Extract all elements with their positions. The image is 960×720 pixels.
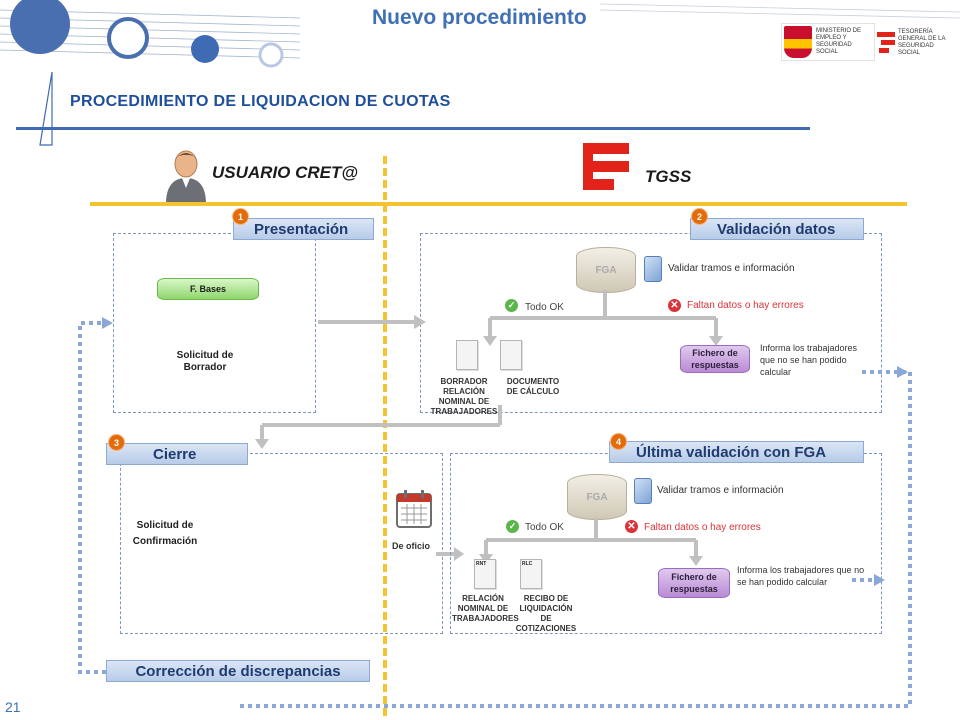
validar-text-2: Validar tramos e información [657,485,784,496]
ultima-branch-connector [479,518,703,566]
actors-divider [90,202,907,206]
rnt-doc-icon: RNT [474,559,496,589]
step-1-label: Presentación [254,220,349,238]
page-title: Nuevo procedimiento [372,6,587,29]
step-3-header: Cierre [106,443,248,465]
step-4-header: Última validación con FGA [609,441,864,463]
fga-label-2: FGA [586,491,608,503]
calculator-icon-2 [634,478,652,504]
calendar-icon [396,490,432,528]
calculo-doc-icon [500,340,522,370]
step-2-label: Validación datos [717,220,836,238]
validar-text: Validar tramos e información [668,263,795,274]
validacion-to-cierre-arrow [255,405,502,449]
swimlane-divider [383,156,387,716]
validation-branch-connector [483,290,723,346]
presentacion-to-validacion-arrow [318,315,426,329]
decorative-header-lines-right [600,3,960,19]
faltan-text: Faltan datos o hay errores [687,300,804,311]
bases-file-label: F. Bases [189,284,227,294]
de-oficio-text: De oficio [391,541,430,551]
faltan-text-2: Faltan datos o hay errores [644,522,761,533]
correccion-label: Corrección de discrepancias [135,662,341,680]
cierre-to-ultima-arrow [436,547,464,561]
presentacion-panel [113,233,316,413]
ministry-name: MINISTERIO DE EMPLEO Y SEGURIDAD SOCIAL [816,28,862,55]
calculator-icon [644,256,662,282]
tgss-name: TESORERÍA GENERAL DE LA SEGURIDAD SOCIAL [898,29,946,56]
errores-word-2: errores [729,522,761,533]
step-2-header: Validación datos [690,218,864,240]
tgss-logo: TESORERÍA GENERAL DE LA SEGURIDAD SOCIAL [877,28,957,58]
decorative-header-graphic [0,0,300,146]
fichero-label: Fichero de respuestas [691,348,739,370]
informa-text-2: Informa los trabajadores que no se han p… [737,565,865,587]
step-3-badge: 3 [109,435,124,450]
rnt-doc-label: RELACIÓN NOMINAL DE TRABAJADORES [452,594,519,623]
cierre-panel [120,453,443,634]
step-3-label: Cierre [153,445,197,463]
error-x-icon: ✕ [668,299,681,312]
procedure-subtitle: PROCEDIMIENTO DE LIQUIDACION DE CUOTAS [70,93,451,110]
faltan-word: Faltan [687,300,715,311]
errores-word: errores [772,300,804,311]
todo-ok-text: Todo OK [525,302,564,313]
actor-tgss-label: TGSS [645,167,692,186]
calculo-doc-label: DOCUMENTO DE CÁLCULO [506,377,560,396]
todo-ok-label: Todo OK [525,302,564,313]
subtitle-underline [16,127,810,130]
step-4-badge: 4 [611,434,626,449]
actor-user-label: USUARIO CRET@ [212,163,358,182]
solicitud-borrador-text: Solicitud de Borrador [176,350,234,373]
step-1-badge: 1 [233,209,248,224]
fichero-label-2: Fichero de respuestas [670,572,718,594]
correccion-discrepancias-bar: Corrección de discrepancias [106,660,370,682]
coat-of-arms-icon [784,26,812,58]
bases-file-node: F. Bases [157,278,259,300]
ok-check-icon-2: ✓ [506,520,519,533]
solicitud-confirmacion-text: Solicitud de Confirmación [132,520,198,547]
todo-ok-label-2: Todo OK [525,522,564,533]
todo-ok-text-2: Todo OK [525,522,564,533]
tgss-logo-icon [877,32,895,53]
borrador-doc-icon [456,340,478,370]
step-4-label: Última validación con FGA [636,443,827,461]
datos-o-hay-text: datos o hay [714,300,773,311]
fichero-respuestas-node-2: Fichero de respuestas [658,568,730,598]
ministry-logo: MINISTERIO DE EMPLEO Y SEGURIDAD SOCIAL [781,23,875,61]
step-1-header: Presentación [233,218,374,240]
page-number: 21 [5,699,21,715]
tgss-actor-icon [583,143,629,190]
rlc-doc-label: RECIBO DE LIQUIDACIÓN DE COTIZACIONES [515,594,577,633]
rlc-doc-tag: RLC [522,561,533,567]
fga-label: FGA [595,264,617,276]
borrador-doc-label: BORRADOR RELACIÓN NOMINAL DE TRABAJADORE… [430,377,498,416]
rnt-doc-tag: RNT [476,561,487,567]
ok-check-icon: ✓ [505,299,518,312]
informa-text: Informa los trabajadores que no se han p… [760,343,858,377]
fga-database-node: FGA [576,247,636,293]
rlc-doc-icon: RLC [520,559,542,589]
user-avatar-icon [166,150,206,202]
fichero-respuestas-node: Fichero de respuestas [680,345,750,373]
faltan-word-2: Faltan [644,522,672,533]
datos-o-hay-text-2: datos o hay [671,522,730,533]
error-x-icon-2: ✕ [625,520,638,533]
step-2-badge: 2 [692,209,707,224]
